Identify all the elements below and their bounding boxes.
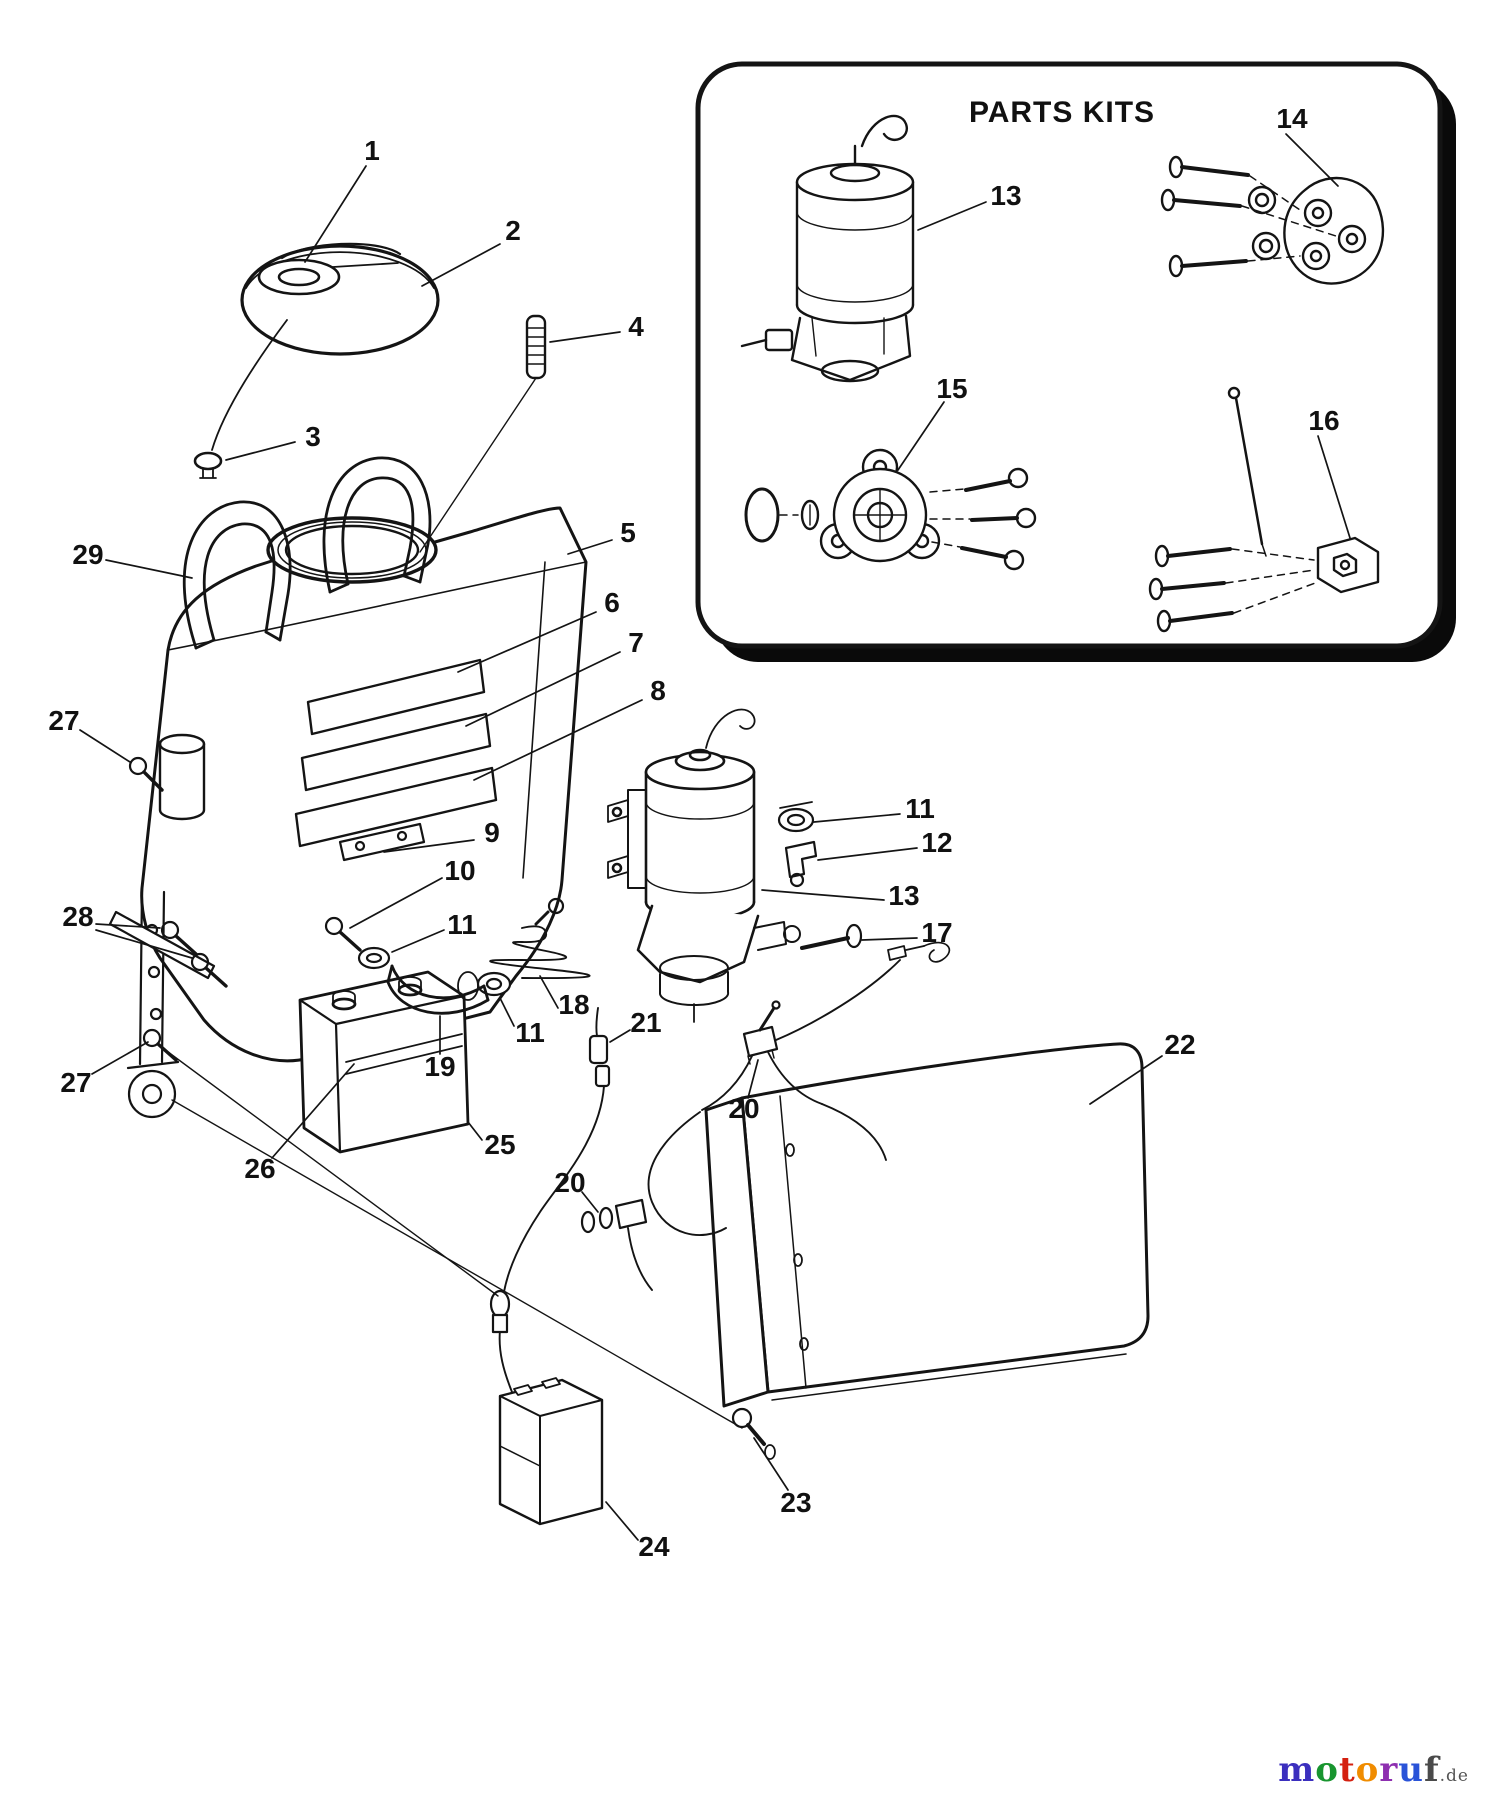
screw-10 [324,916,344,936]
watermark-letter-u: u [1398,1750,1424,1790]
push-switch-20 [580,1198,648,1234]
tank-stripe-8 [294,766,498,848]
callout-20-a: 20 [728,1093,759,1124]
screw-17 [845,923,863,949]
callout-23: 23 [780,1487,811,1518]
watermark-letter-o2: o [1355,1750,1380,1790]
callout-11-a: 11 [447,909,477,940]
grommet-11-b [476,971,512,997]
callout-25: 25 [484,1129,515,1160]
cap-retainer [257,258,341,296]
watermark-motoruf: motoruf.de [1278,1750,1469,1790]
leader-lines [79,133,1351,1541]
battery [298,970,470,1154]
callout-11-b: 11 [515,1017,545,1048]
fuel-hose [386,964,490,1015]
watermark-letter-m: m [1278,1750,1316,1790]
screw-27-upper [128,756,148,776]
wire-plug [489,1289,511,1319]
tank-stripe-7 [300,712,492,792]
filler-neck [266,516,438,584]
callout-21: 21 [630,1007,661,1038]
side-panel [704,1042,1150,1408]
fuel-pump-motor [607,708,801,1023]
callout-22: 22 [1164,1029,1195,1060]
fuel-cap [240,244,440,356]
callout-24: 24 [638,1531,670,1562]
callout-7: 7 [628,627,644,658]
callout-13: 13 [888,880,919,911]
battery-level-lines [345,1033,463,1075]
callout-4: 4 [628,311,644,342]
wiring-harness [159,959,901,1429]
construction-line [171,1099,743,1429]
callout-3: 3 [305,421,321,452]
watermark-suffix: .de [1439,1766,1469,1786]
callout-6: 6 [604,587,620,618]
kit-pump-head [744,448,1037,571]
callout-9: 9 [484,817,500,848]
callout-5: 5 [620,517,636,548]
bullet-connector [887,945,907,961]
kit-needle-valve [1148,386,1380,633]
callout-1: 1 [364,135,380,166]
callout-17: 17 [921,917,952,948]
callout-27-a: 27 [48,705,79,736]
callout-10: 10 [444,855,475,886]
elbow-fitting-12 [784,840,818,879]
callout-12: 12 [921,827,952,858]
parts-kits-inset [695,61,1456,662]
callout-kit-16: 16 [1308,405,1339,436]
callout-kit-15: 15 [936,373,967,404]
callout-2: 2 [505,215,521,246]
watermark-letter-f: f [1424,1750,1440,1790]
screw-28-a [160,920,180,940]
watermark-letter-r: r [1379,1750,1399,1790]
small-hardware [324,801,950,1001]
screw-28-b [190,952,210,972]
mount-frame [126,886,180,1119]
fuel-tank [140,506,588,1063]
tank-straps [182,456,432,650]
watermark-letter-o1: o [1315,1750,1339,1790]
callout-19: 19 [424,1051,455,1082]
tank-label-stripes [294,658,498,848]
callout-8: 8 [650,675,666,706]
callout-29: 29 [72,539,103,570]
tether-grommet [193,451,223,471]
callout-11-c: 11 [905,793,935,824]
vent-tube [419,314,547,553]
callout-labels: PARTS KITS 1 2 3 4 5 6 7 8 9 10 11 11 11… [48,96,1339,1562]
callout-27-b: 27 [60,1067,91,1098]
construction-line [159,1045,499,1297]
kit-mounting-plate [1160,155,1385,285]
callout-18: 18 [558,989,589,1020]
mount-screw-23 [731,1407,776,1460]
tank-sleeve [158,733,206,755]
callout-28: 28 [62,901,93,932]
strap-plate-28 [108,910,216,980]
callout-20-b: 20 [554,1167,585,1198]
screw-18-head [547,897,565,915]
callout-26: 26 [244,1153,275,1184]
grommet-11-c [777,807,815,833]
kit-starter-motor [740,114,915,383]
callout-kit-14: 14 [1276,103,1308,134]
tank-stripe-6 [306,658,486,736]
grommet-11-a [357,946,391,970]
fuse-holder-21 [588,1034,611,1088]
fuel-cap-assembly [193,242,440,479]
spring-18 [489,925,591,980]
control-box-24 [498,1377,604,1526]
toggle-switch-20 [742,1000,781,1065]
inset-title: PARTS KITS [969,96,1155,129]
watermark-letter-t: t [1338,1750,1356,1790]
callout-kit-13: 13 [990,180,1021,211]
left-fasteners [108,756,228,1062]
screw-27-lower [142,1028,162,1048]
